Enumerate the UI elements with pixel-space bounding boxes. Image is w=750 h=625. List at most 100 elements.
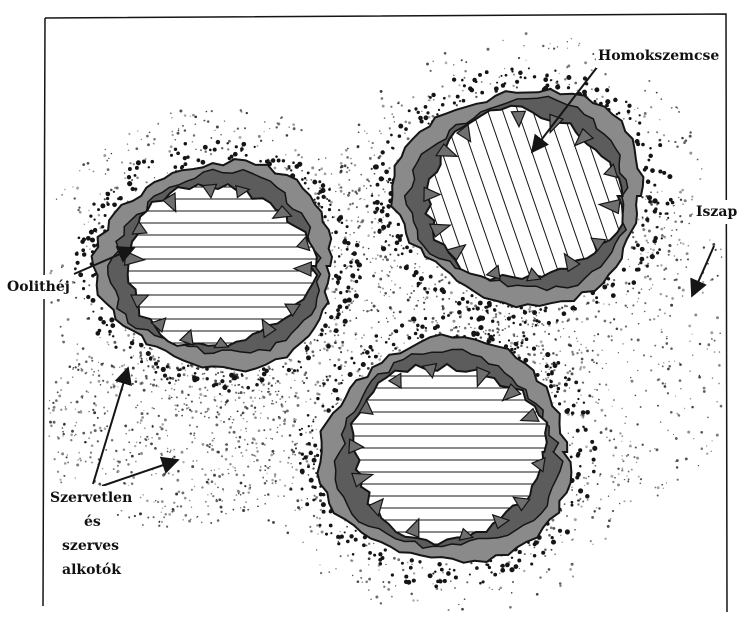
mud-speckle: [379, 130, 381, 132]
mud-speckle: [464, 70, 466, 72]
rim-particle: [449, 568, 451, 570]
mud-speckle: [141, 416, 144, 419]
mud-speckle: [375, 596, 378, 599]
mud-speckle: [571, 372, 574, 375]
rim-particle: [512, 322, 515, 325]
mud-speckle: [98, 370, 99, 371]
mud-speckle: [464, 77, 466, 79]
mud-speckle: [693, 438, 694, 439]
mud-speckle: [225, 404, 227, 406]
mud-speckle: [214, 483, 216, 485]
mud-speckle: [462, 292, 464, 294]
mud-speckle: [216, 416, 218, 418]
rim-particle: [377, 230, 381, 234]
mud-speckle: [128, 394, 130, 396]
mud-speckle: [633, 456, 635, 458]
mud-speckle: [373, 305, 376, 308]
rim-particle: [470, 294, 473, 297]
rim-particle: [398, 134, 402, 138]
mud-speckle: [128, 429, 130, 431]
mud-speckle: [378, 321, 380, 323]
mud-speckle: [349, 234, 350, 235]
mud-speckle: [549, 369, 550, 370]
mud-speckle: [137, 130, 139, 132]
mud-speckle: [161, 454, 163, 456]
rim-particle: [556, 391, 559, 394]
rim-particle: [154, 362, 158, 366]
mud-speckle: [89, 248, 91, 250]
mud-speckle: [326, 198, 328, 200]
mud-speckle: [194, 438, 195, 439]
mud-speckle: [282, 411, 284, 413]
mud-speckle: [688, 245, 690, 247]
mud-speckle: [526, 346, 528, 348]
mud-speckle: [699, 343, 701, 345]
mud-speckle: [243, 474, 245, 476]
rim-particle: [557, 387, 560, 390]
mud-speckle: [236, 437, 238, 439]
mud-speckle: [151, 474, 153, 476]
mud-speckle: [638, 298, 639, 299]
mud-speckle: [453, 327, 455, 329]
mud-speckle: [172, 457, 173, 458]
mud-speckle: [609, 322, 611, 324]
mud-speckle: [262, 384, 264, 386]
mud-speckle: [260, 466, 262, 468]
mud-speckle: [203, 395, 205, 397]
rim-particle: [579, 465, 582, 468]
mud-speckle: [596, 507, 597, 508]
rim-particle: [618, 112, 621, 115]
mud-speckle: [335, 288, 338, 291]
mud-speckle: [334, 266, 336, 268]
rim-particle: [379, 562, 383, 566]
mud-speckle: [341, 249, 343, 251]
mud-speckle: [276, 394, 278, 396]
mud-speckle: [220, 134, 222, 136]
rim-particle: [259, 377, 264, 382]
mud-speckle: [349, 291, 351, 293]
rim-particle: [452, 77, 456, 81]
mud-speckle: [711, 278, 713, 280]
mud-speckle: [91, 444, 94, 447]
mud-speckle: [414, 308, 416, 310]
mud-speckle: [586, 350, 589, 353]
mud-speckle: [172, 474, 173, 475]
mud-speckle: [303, 382, 305, 384]
mud-speckle: [85, 360, 88, 363]
mud-speckle: [399, 266, 402, 269]
mud-speckle: [305, 371, 308, 374]
mud-speckle: [335, 323, 338, 326]
mud-speckle: [533, 333, 536, 336]
rim-particle: [463, 84, 466, 87]
mud-speckle: [229, 426, 232, 429]
mud-speckle: [586, 317, 589, 320]
mud-speckle: [425, 299, 426, 300]
mud-speckle: [225, 513, 226, 514]
mud-speckle: [613, 438, 615, 440]
mud-speckle: [719, 351, 721, 353]
rim-particle: [508, 339, 510, 341]
mud-speckle: [409, 296, 411, 298]
mud-speckle: [194, 115, 197, 118]
mud-speckle: [588, 476, 590, 478]
rim-particle: [328, 188, 331, 191]
mud-speckle: [410, 593, 413, 596]
mud-speckle: [544, 331, 546, 333]
mud-speckle: [596, 389, 598, 391]
mud-speckle: [242, 492, 244, 494]
mud-speckle: [644, 276, 647, 279]
mud-speckle: [585, 347, 587, 349]
mud-speckle: [502, 329, 504, 331]
mud-speckle: [347, 265, 348, 266]
mud-speckle: [53, 421, 56, 424]
mud-speckle: [133, 355, 134, 356]
rim-particle: [174, 148, 177, 151]
mud-speckle: [714, 351, 716, 353]
rim-particle: [429, 275, 433, 279]
rim-particle: [307, 442, 310, 445]
rim-particle: [166, 378, 169, 381]
mud-speckle: [715, 249, 717, 251]
mud-speckle: [555, 339, 557, 341]
mud-speckle: [351, 351, 353, 353]
mud-speckle: [627, 361, 628, 362]
